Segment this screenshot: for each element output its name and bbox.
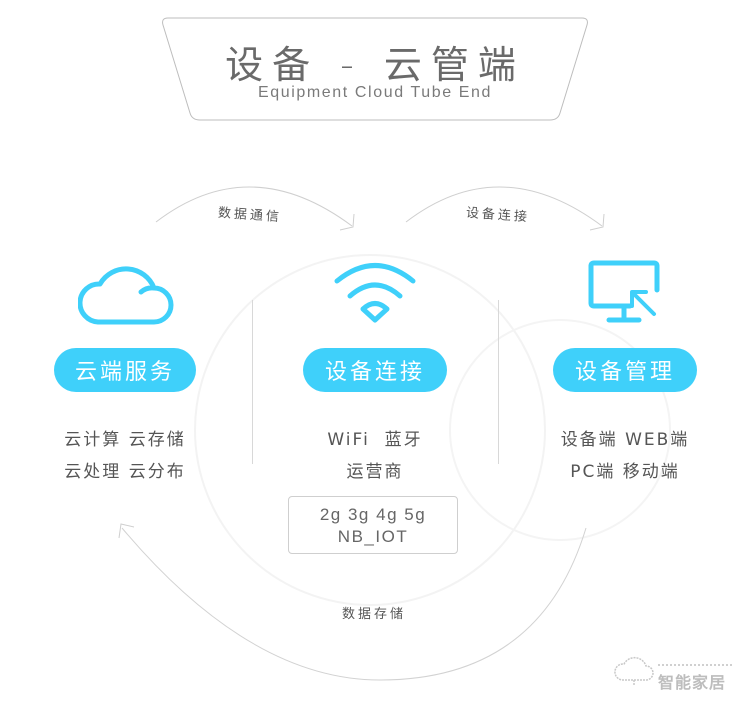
cloud-icon (78, 266, 174, 325)
watermark-url-line (658, 654, 732, 666)
title-frame (162, 17, 588, 121)
device-management-desc: 设备端 WEB端 PC端 移动端 (535, 424, 715, 488)
monitor-cursor-icon (588, 260, 660, 323)
device-connection-badge: 设备连接 (303, 348, 447, 392)
device-connection-desc: WiFi 蓝牙 运营商 (290, 424, 460, 488)
wifi-icon (334, 263, 416, 323)
desc-line: WiFi 蓝牙 (327, 430, 423, 450)
desc-line: 运营商 (346, 462, 404, 482)
desc-line: 云处理 云分布 (64, 462, 186, 482)
watermark: 智能家居 (612, 652, 742, 692)
arc-device-connection (405, 186, 603, 227)
divider (252, 300, 253, 464)
arc-data-communication (155, 186, 353, 227)
divider (498, 300, 499, 464)
arrow-head-icon (118, 523, 135, 539)
desc-line: 云计算 云存储 (64, 430, 186, 450)
cloud-service-badge: 云端服务 (54, 348, 196, 392)
arc-label-data-storage: 数据存储 (342, 607, 407, 622)
network-line: NB_IOT (337, 527, 409, 546)
watermark-text: 智能家居 (658, 673, 727, 692)
network-types-box: 2g 3g 4g 5g NB_IOT (288, 496, 458, 554)
page-title: 设备 - 云管端 (225, 43, 525, 87)
arrow-head-icon (339, 213, 355, 231)
device-management-badge: 设备管理 (553, 348, 697, 392)
cloud-outline-icon (614, 656, 654, 685)
arrow-head-icon (589, 213, 605, 231)
cloud-service-desc: 云计算 云存储 云处理 云分布 (40, 424, 210, 488)
page-subtitle: Equipment Cloud Tube End (257, 84, 493, 101)
desc-line: PC端 移动端 (570, 462, 680, 482)
network-line: 2g 3g 4g 5g (319, 505, 427, 524)
arc-data-storage (121, 527, 587, 681)
desc-line: 设备端 WEB端 (560, 430, 690, 450)
